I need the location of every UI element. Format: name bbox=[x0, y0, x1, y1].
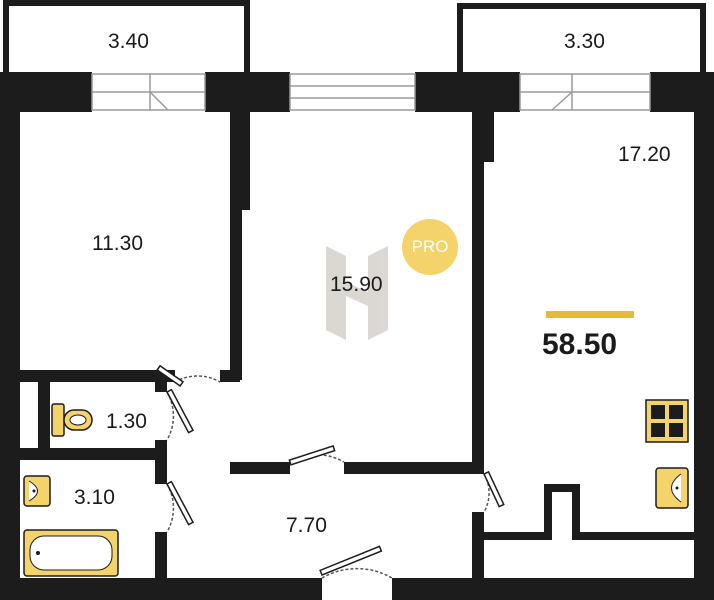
toilet-area: 1.30 bbox=[106, 410, 147, 433]
bathroom-area: 3.10 bbox=[74, 486, 115, 509]
outer-walls bbox=[0, 72, 714, 600]
shaft-interior bbox=[552, 492, 572, 540]
sink-icon bbox=[23, 475, 51, 507]
balcony-left-area: 3.40 bbox=[108, 30, 149, 53]
balcony-right-area: 3.30 bbox=[564, 30, 605, 53]
windows bbox=[91, 73, 651, 111]
door-leaves bbox=[156, 364, 505, 576]
total-area: 58.50 bbox=[542, 328, 618, 361]
bedroom-left-area: 11.30 bbox=[92, 232, 143, 255]
interior-walls bbox=[20, 110, 694, 578]
h-logo-icon bbox=[326, 246, 388, 340]
total-area-underline bbox=[546, 311, 634, 318]
pro-badge: PRO bbox=[402, 219, 458, 275]
stove-icon bbox=[645, 399, 689, 443]
bedroom-center-area: 15.90 bbox=[330, 273, 383, 296]
balcony-right bbox=[457, 3, 706, 72]
balcony-left bbox=[3, 0, 250, 72]
kitchen-living-area: 17.20 bbox=[618, 143, 671, 166]
hallway-area: 7.70 bbox=[286, 514, 327, 537]
toilet-icon bbox=[51, 403, 93, 437]
doors bbox=[166, 375, 490, 579]
bathtub-icon bbox=[23, 529, 119, 577]
kitchen-sink-icon bbox=[655, 467, 689, 509]
